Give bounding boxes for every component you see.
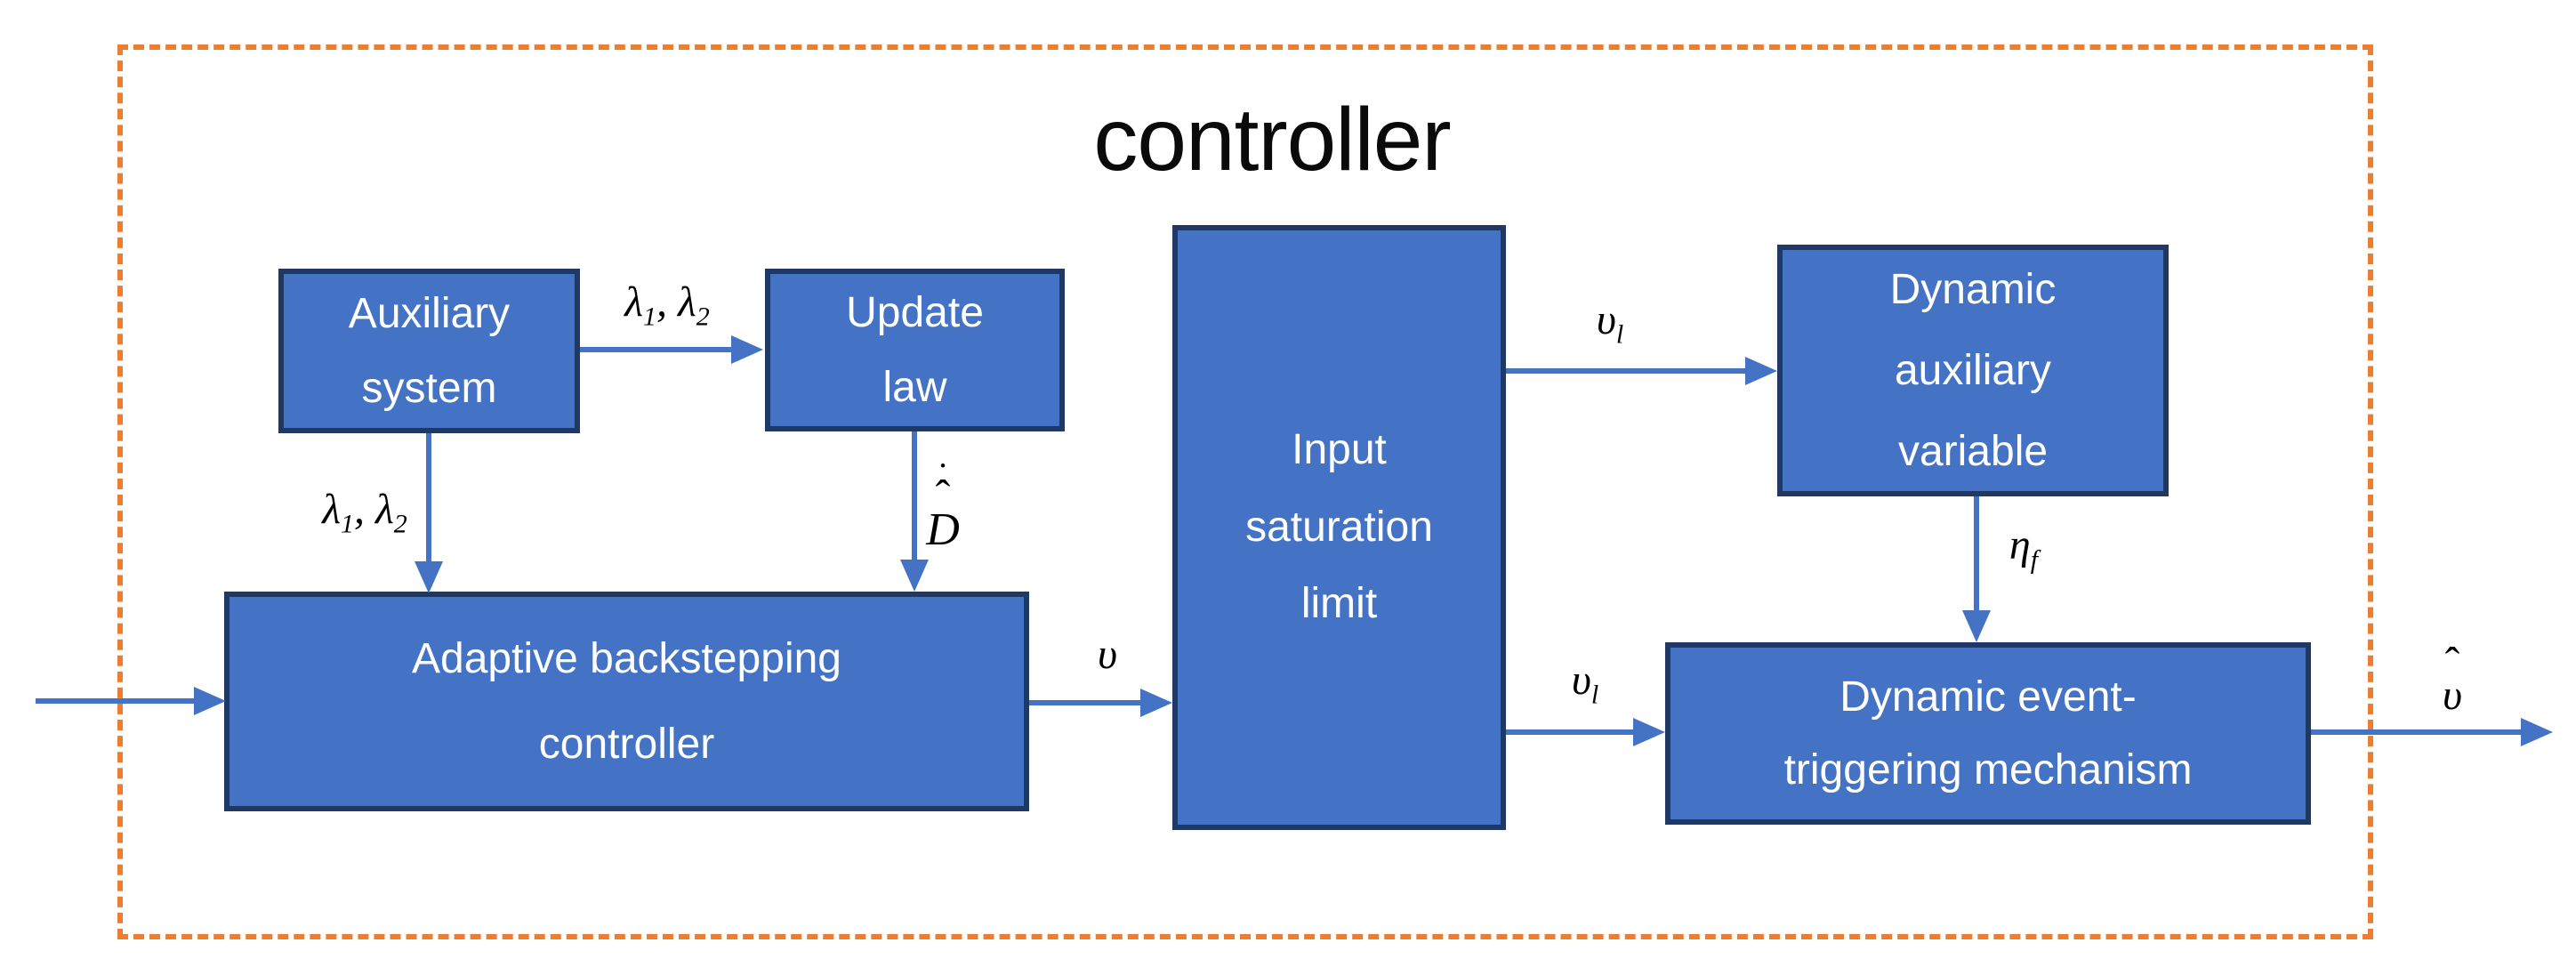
lambda12-label-top: λ1, λ2 xyxy=(569,278,765,330)
controller-dashed-frame xyxy=(117,44,2373,939)
d-hat-dot-label: ˙ ˆ D xyxy=(916,458,970,555)
dynamic-auxiliary-variable-block: Dynamic auxiliary variable xyxy=(1777,245,2169,496)
lambda2-base: , λ xyxy=(354,486,394,533)
input-arrow-line xyxy=(36,698,194,704)
lambda1-base: λ xyxy=(322,486,341,533)
upsilon-symbol: υ xyxy=(1097,631,1118,678)
eta-f-label: ηf xyxy=(1970,520,2077,573)
upsilon-symbol: υ xyxy=(2442,672,2463,719)
f-subscript: f xyxy=(2030,544,2039,575)
lambda12-label-left: λ1, λ2 xyxy=(267,485,463,537)
event-triggering-line2: triggering mechanism xyxy=(1783,745,2193,794)
adaptive-backstepping-controller-block: Adaptive backstepping controller xyxy=(224,592,1029,811)
lambda1-sub: 1 xyxy=(341,509,354,539)
update-law-line2: law xyxy=(882,363,947,411)
adaptive-backstepping-line1: Adaptive backstepping xyxy=(412,634,841,682)
upsilon-l-label-bottom: υl xyxy=(1532,656,1638,708)
auxiliary-system-line2: system xyxy=(361,364,497,412)
auxiliary-system-block: Auxiliary system xyxy=(278,269,580,433)
dav-to-det-arrow-head-icon xyxy=(1962,610,1991,642)
l-subscript: l xyxy=(1590,680,1599,710)
lambda2-sub: 2 xyxy=(696,302,710,332)
output-arrow-head-icon xyxy=(2521,718,2553,746)
aux-to-update-arrow-head-icon xyxy=(731,335,763,364)
input-arrow-head-icon xyxy=(194,687,226,715)
d-symbol: D xyxy=(926,504,960,555)
dynamic-auxiliary-line1: Dynamic xyxy=(1889,265,2057,313)
sat-to-dav-arrow-head-icon xyxy=(1745,357,1777,385)
abc-to-sat-arrow-head-icon xyxy=(1140,689,1172,717)
input-saturation-line2: saturation xyxy=(1245,503,1433,551)
eta-symbol: η xyxy=(2008,521,2031,568)
input-saturation-line1: Input xyxy=(1292,426,1387,474)
hat-accent: ˆ xyxy=(935,470,951,520)
event-triggering-line1: Dynamic event- xyxy=(1839,673,2137,721)
auxiliary-system-line1: Auxiliary xyxy=(348,289,511,337)
dav-to-det-arrow-line xyxy=(1974,496,1979,614)
update-law-block: Update law xyxy=(765,269,1065,431)
output-arrow-line xyxy=(2311,729,2523,735)
lambda1-base: λ xyxy=(624,278,643,326)
lambda1-sub: 1 xyxy=(643,302,656,332)
dynamic-auxiliary-line2: auxiliary xyxy=(1894,346,2052,394)
hat-accent: ˆ xyxy=(2444,638,2460,688)
upsilon-symbol: υ xyxy=(1571,657,1591,704)
input-saturation-limit-block: Input saturation limit xyxy=(1172,225,1506,830)
l-subscript: l xyxy=(1615,319,1624,350)
input-saturation-line3: limit xyxy=(1300,580,1378,628)
dynamic-event-triggering-mechanism-block: Dynamic event- triggering mechanism xyxy=(1665,642,2311,825)
aux-to-abc-arrow-line xyxy=(426,433,431,563)
lambda2-base: , λ xyxy=(656,278,696,326)
lambda2-sub: 2 xyxy=(393,509,407,539)
upsilon-l-label-top: υl xyxy=(1557,295,1663,348)
sat-to-dav-arrow-line xyxy=(1506,368,1747,374)
sat-to-det-arrow-head-icon xyxy=(1633,718,1665,746)
abc-to-sat-arrow-line xyxy=(1029,700,1142,705)
update-to-abc-arrow-head-icon xyxy=(900,560,929,592)
upsilon-symbol: υ xyxy=(1596,296,1616,343)
sat-to-det-arrow-line xyxy=(1506,729,1635,735)
upsilon-hat-label: ˆ υ xyxy=(2421,638,2483,719)
update-law-line1: Update xyxy=(846,288,984,336)
aux-to-update-arrow-line xyxy=(580,347,733,352)
upsilon-label: υ xyxy=(1067,630,1147,679)
adaptive-backstepping-line2: controller xyxy=(538,720,715,768)
dynamic-auxiliary-line3: variable xyxy=(1897,428,2049,476)
diagram-title: controller xyxy=(1093,90,1451,189)
aux-to-abc-arrow-head-icon xyxy=(415,561,443,593)
update-to-abc-arrow-line xyxy=(912,431,917,561)
